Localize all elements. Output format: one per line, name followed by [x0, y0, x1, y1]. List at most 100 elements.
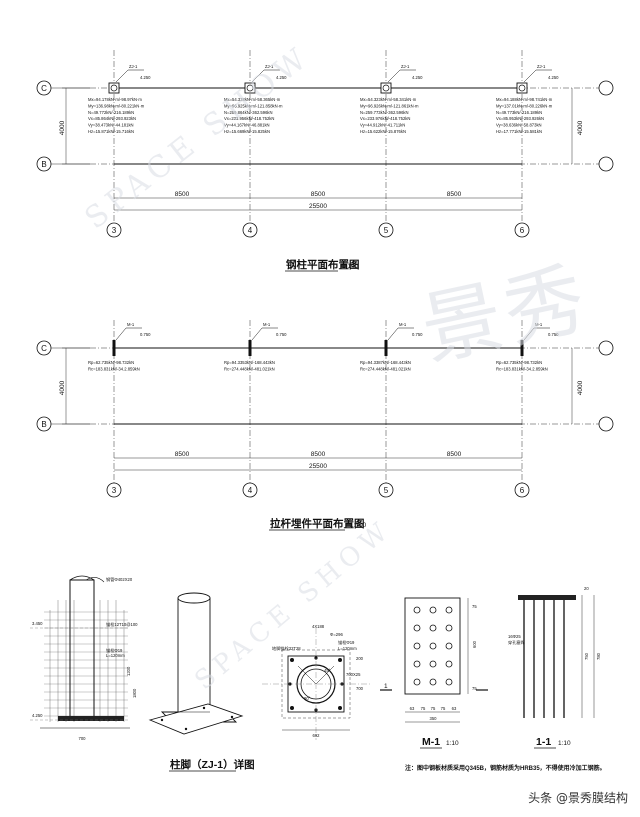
plan-tie-rod-embeds: 4000 4000 C B M-10.750Rp=62.735kN/-98.73…: [36, 320, 614, 531]
column-pipe-marker: [110, 84, 118, 92]
foot-dim-total: 1800: [132, 688, 137, 698]
m1-dim-4: 75: [441, 706, 446, 711]
embed-force-value: Rc=274.448kN/-481.021kN: [224, 366, 275, 371]
detail-base-plate-plan: 692 4X188 地脚锚栓32T28 Φ=296 锚栓Φ19 L=120mm …: [262, 624, 372, 740]
axis-label-6: 6: [520, 226, 525, 235]
axis-bubble-4: [242, 222, 258, 238]
embed-force-value: Rc=183.831kN/-34.2.859kN: [88, 366, 140, 371]
axis2-bubble-4: [242, 482, 258, 498]
sec11-scale: 1:10: [558, 740, 571, 747]
column-force-value: Hz=15.669kN/-15.825kN: [224, 129, 270, 134]
m1-dim-2: 75: [421, 706, 426, 711]
sec11-dim-20: 20: [584, 586, 589, 591]
column-force-value: My=96.926kN·m/-121.861kN·m: [360, 103, 419, 108]
bolt-hole: [445, 624, 453, 632]
plate-label-bolt19: 锚栓Φ19: [338, 639, 355, 646]
plate-label-bolts: 4X188: [312, 624, 325, 629]
column-elev: 4.250: [140, 75, 151, 80]
axis-label-c: C: [41, 84, 47, 93]
plan2-scale: 1:100: [350, 522, 367, 529]
column-force-value: Hz=17.771kN/-15.581kN: [496, 129, 542, 134]
axis-label-5: 5: [384, 226, 389, 235]
sec11-weld: 穿孔塞焊: [508, 639, 526, 646]
axis2-label-c: C: [41, 344, 47, 353]
bolt-hole: [413, 624, 421, 632]
column-pipe-marker: [382, 84, 390, 92]
column-force-value: My=136.98kN·m/-80.221kN·m: [88, 103, 145, 108]
column-force-value: Vy=38.636kN/-58.873kN: [496, 123, 542, 128]
embed-force-value: Rc=183.831kN/-34.2.859kN: [496, 366, 548, 371]
m1-dim-right-3: 75: [472, 686, 477, 691]
column-force-value: N=259.864kN/-362.596kN: [224, 110, 273, 115]
column-force-value: My=96.925kN·m/-121.858kN·m: [224, 103, 283, 108]
axis-bubble-5: [378, 222, 394, 238]
detail-section-1-1: 750 780 20 16Φ25 穿孔塞焊 1-1 1:10: [508, 586, 601, 749]
column-force-value: Mx=94.178kN·m/-98.97kN·m: [88, 97, 142, 102]
axis2-bubble-6: [514, 482, 530, 498]
column-tag: ZJ-1: [401, 64, 410, 69]
foot-dim-width: 700: [79, 736, 87, 741]
plate-label-90: 90°: [304, 696, 311, 701]
foot-dim-height: 1200: [126, 666, 131, 676]
column-marker: [380, 82, 392, 94]
foot-elev-bot: 4.250: [32, 713, 43, 718]
plate-label-plate: 700X25: [346, 672, 361, 677]
sec11-dim-780: 780: [596, 652, 601, 660]
m1-title: M-1: [422, 736, 440, 748]
axis-bubble-b-right: [598, 156, 614, 172]
plate-dim-bottom: 692: [313, 733, 321, 738]
embed-marker: [384, 340, 388, 356]
plate-label-45: 45°: [324, 668, 331, 673]
plan2-span-2: 8500: [311, 451, 326, 458]
bolt-hole: [445, 660, 453, 668]
embed-elev: 0.750: [548, 332, 559, 337]
axis2-bubble-5: [378, 482, 394, 498]
axis-label-4: 4: [248, 226, 253, 235]
column-pipe-marker: [518, 84, 526, 92]
column-pipe-marker: [246, 84, 254, 92]
embed-elev: 0.750: [140, 332, 151, 337]
embed-marker: [248, 340, 252, 356]
m1-dim-total: 350: [430, 716, 438, 721]
bolt-hole: [429, 678, 437, 686]
embed-tag: M-1: [127, 322, 135, 327]
column-tag: ZJ-1: [537, 64, 546, 69]
column-force-value: N=49.773kN/-216.189kN: [496, 110, 542, 115]
foot-detail-title: 柱脚（ZJ-1）详图: [170, 758, 255, 771]
foot-anchor-dia: 锚栓Φ19: [106, 647, 123, 654]
column-elev: 4.250: [412, 75, 423, 80]
plan2-span-1: 8500: [175, 451, 190, 458]
embed-force-value: Rp=62.735kN/-98.732kN: [496, 360, 542, 365]
m1-dim-right-2: 600: [472, 640, 477, 648]
axis-bubble-c-right: [598, 80, 614, 96]
axis2-label-6: 6: [520, 486, 525, 495]
column-force-value: Vx=85.864kN/-293.923kN: [88, 116, 136, 121]
sec11-bars: 16Φ25: [508, 634, 521, 639]
bolt-hole: [413, 660, 421, 668]
plan1-scale: 1:100: [342, 263, 359, 270]
column-force-value: Vx=85.953kN/-293.926kN: [496, 116, 544, 121]
embed-tag: M-1: [263, 322, 271, 327]
column-marker: [244, 82, 256, 94]
column-force-value: N=259.773kN/-362.596kN: [360, 110, 409, 115]
bolt-hole: [429, 660, 437, 668]
plan1-depth-left: 4000: [59, 120, 66, 135]
embed-force-value: Rp=94.3353kN/-168.443kN: [224, 360, 275, 365]
m1-dim-3: 75: [431, 706, 436, 711]
plate-label-len: L=120mm: [338, 646, 357, 651]
column-force-value: Vx=233.956kN/-418.752kN: [224, 116, 274, 121]
column-force-value: N=49.772kN/-216.189kN: [88, 110, 134, 115]
general-note: 注：图中钢板材质采用Q345B，钢筋材质为HRB35，不得使用冷加工钢筋。: [405, 764, 606, 772]
bolt-hole: [429, 642, 437, 650]
bolt-hole: [445, 678, 453, 686]
axis2-label-4: 4: [248, 486, 253, 495]
plan1-title: 钢柱平面布置图: [286, 258, 360, 271]
detail-m1-plate: 1 63 75 75 75 63 350 75 600 75 M-1 1:10: [380, 597, 488, 749]
plate-label-700: 700: [356, 686, 364, 691]
embed-elev: 0.750: [412, 332, 423, 337]
plan-steel-columns: 4000 4000 C B ZJ-14.250Mx=94.178kN·m/-98…: [36, 50, 614, 272]
embed-marker: [520, 340, 524, 356]
column-tag: ZJ-1: [129, 64, 138, 69]
